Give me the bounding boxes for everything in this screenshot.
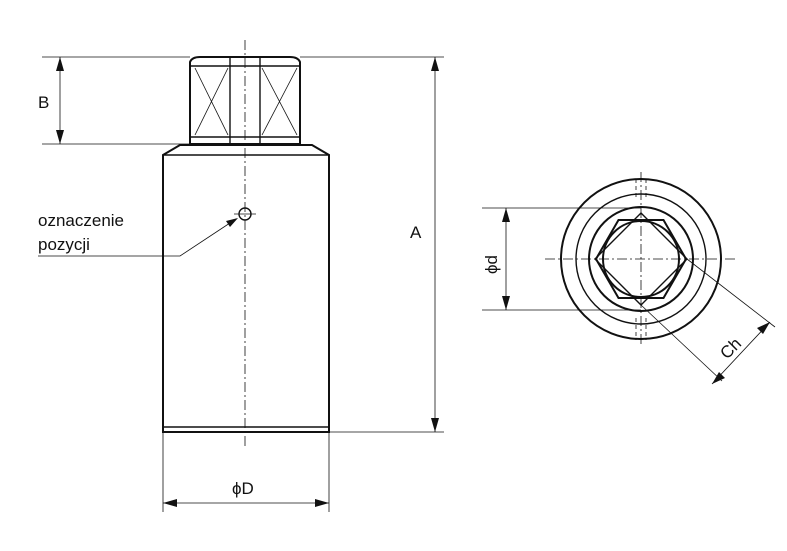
dimension-a bbox=[300, 56, 444, 433]
side-view: oznaczenie pozycji bbox=[38, 40, 330, 446]
marking-label-line2: pozycji bbox=[38, 235, 90, 254]
dimension-phi-d-label: ϕd bbox=[482, 255, 501, 274]
dimension-phi-d-inner bbox=[482, 207, 641, 311]
marking-label-line1: oznaczenie bbox=[38, 211, 124, 230]
marking-leader bbox=[38, 218, 238, 257]
end-view bbox=[545, 172, 738, 345]
dimension-ch bbox=[640, 258, 776, 385]
dimension-ch-label: Ch bbox=[716, 334, 745, 363]
body bbox=[162, 144, 330, 433]
hex-head bbox=[189, 56, 301, 145]
dimension-phi-D-label: ϕD bbox=[232, 479, 254, 498]
dimension-phi-d-outer bbox=[162, 432, 330, 512]
dimension-b bbox=[42, 56, 190, 145]
dimension-b-label: B bbox=[38, 93, 49, 112]
dimension-a-label: A bbox=[410, 223, 422, 242]
